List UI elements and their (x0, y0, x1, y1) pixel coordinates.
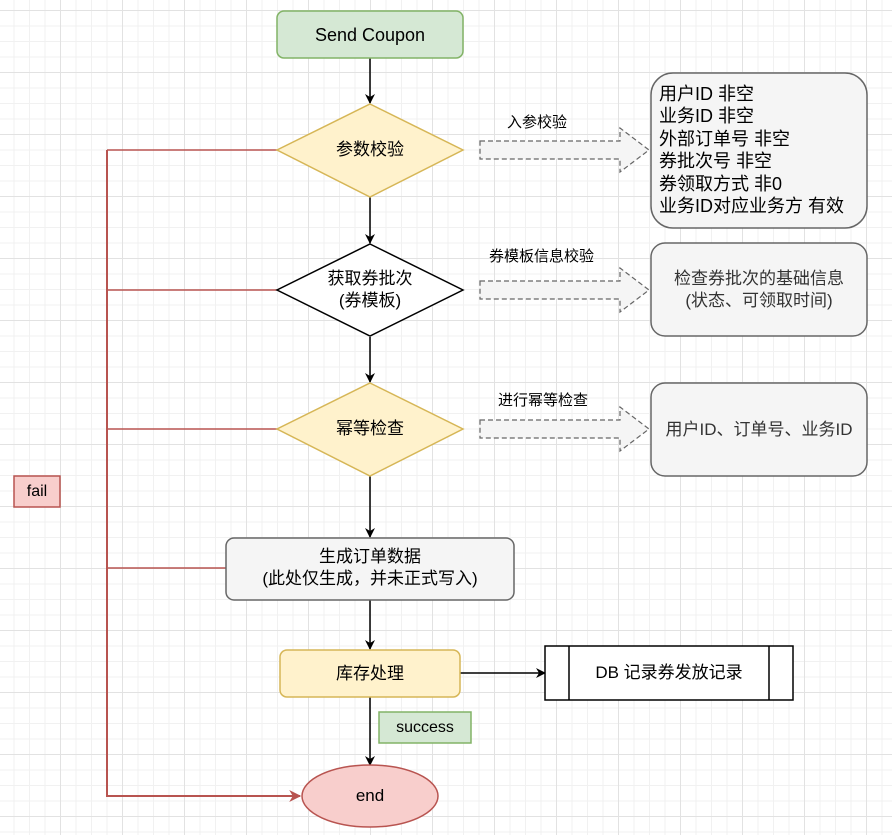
note-idem-rules (650, 382, 868, 477)
node-stock[interactable] (279, 649, 461, 698)
param-rule: 用户ID 非空 (659, 83, 755, 104)
param-rule: 券领取方式 非0 (659, 173, 783, 194)
idempotent-label: 幂等检查 (336, 419, 404, 438)
stock-label: 库存处理 (336, 663, 404, 683)
fail-tag: fail (26, 482, 48, 500)
node-param-check[interactable] (275, 103, 465, 198)
node-gen-order[interactable] (225, 537, 515, 601)
start-label: Send Coupon (314, 24, 426, 45)
param-rules-text: 用户ID 非空 业务ID 非空 外部订单号 非空 券批次号 非空 券领取方式 非… (659, 80, 865, 220)
node-idempotent[interactable] (275, 382, 465, 477)
idem-rules-text: 用户ID、订单号、业务ID (665, 419, 853, 439)
get-batch-label: 获取券批次 (券模板) (327, 269, 413, 310)
dashed-arrow-batch (479, 266, 650, 314)
node-db-record[interactable] (544, 645, 794, 701)
fail-line-to-end (106, 150, 302, 802)
note-param-rules (650, 72, 868, 229)
param-rule: 业务ID对应业务方 有效 (659, 196, 845, 216)
db-record-label: DB 记录券发放记录 (595, 663, 743, 682)
success-tag: success (396, 718, 454, 736)
param-arrow-label: 入参校验 (507, 114, 568, 131)
fail-tag-box (13, 475, 61, 508)
node-get-batch[interactable] (275, 243, 465, 337)
success-tag-box (378, 711, 472, 744)
fail-connector (106, 149, 302, 802)
gen-order-label: 生成订单数据 (此处仅生成，并未正式写入) (262, 547, 478, 588)
param-check-label: 参数校验 (336, 140, 404, 159)
param-rule: 外部订单号 非空 (659, 128, 791, 149)
param-rule: 券批次号 非空 (659, 151, 773, 171)
dashed-arrow-param (479, 126, 650, 174)
node-start[interactable] (276, 10, 464, 59)
dashed-arrow-idem (479, 405, 650, 453)
batch-arrow-label: 券模板信息校验 (489, 248, 595, 265)
param-rule: 业务ID 非空 (659, 106, 755, 126)
node-end[interactable] (301, 764, 439, 828)
batch-rules-text: 检查券批次的基础信息 (状态、可领取时间) (674, 268, 844, 310)
note-batch-rules (650, 242, 868, 337)
end-label: end (355, 786, 385, 805)
flow-connectors (365, 58, 546, 766)
idem-arrow-label: 进行幂等检查 (498, 392, 589, 409)
